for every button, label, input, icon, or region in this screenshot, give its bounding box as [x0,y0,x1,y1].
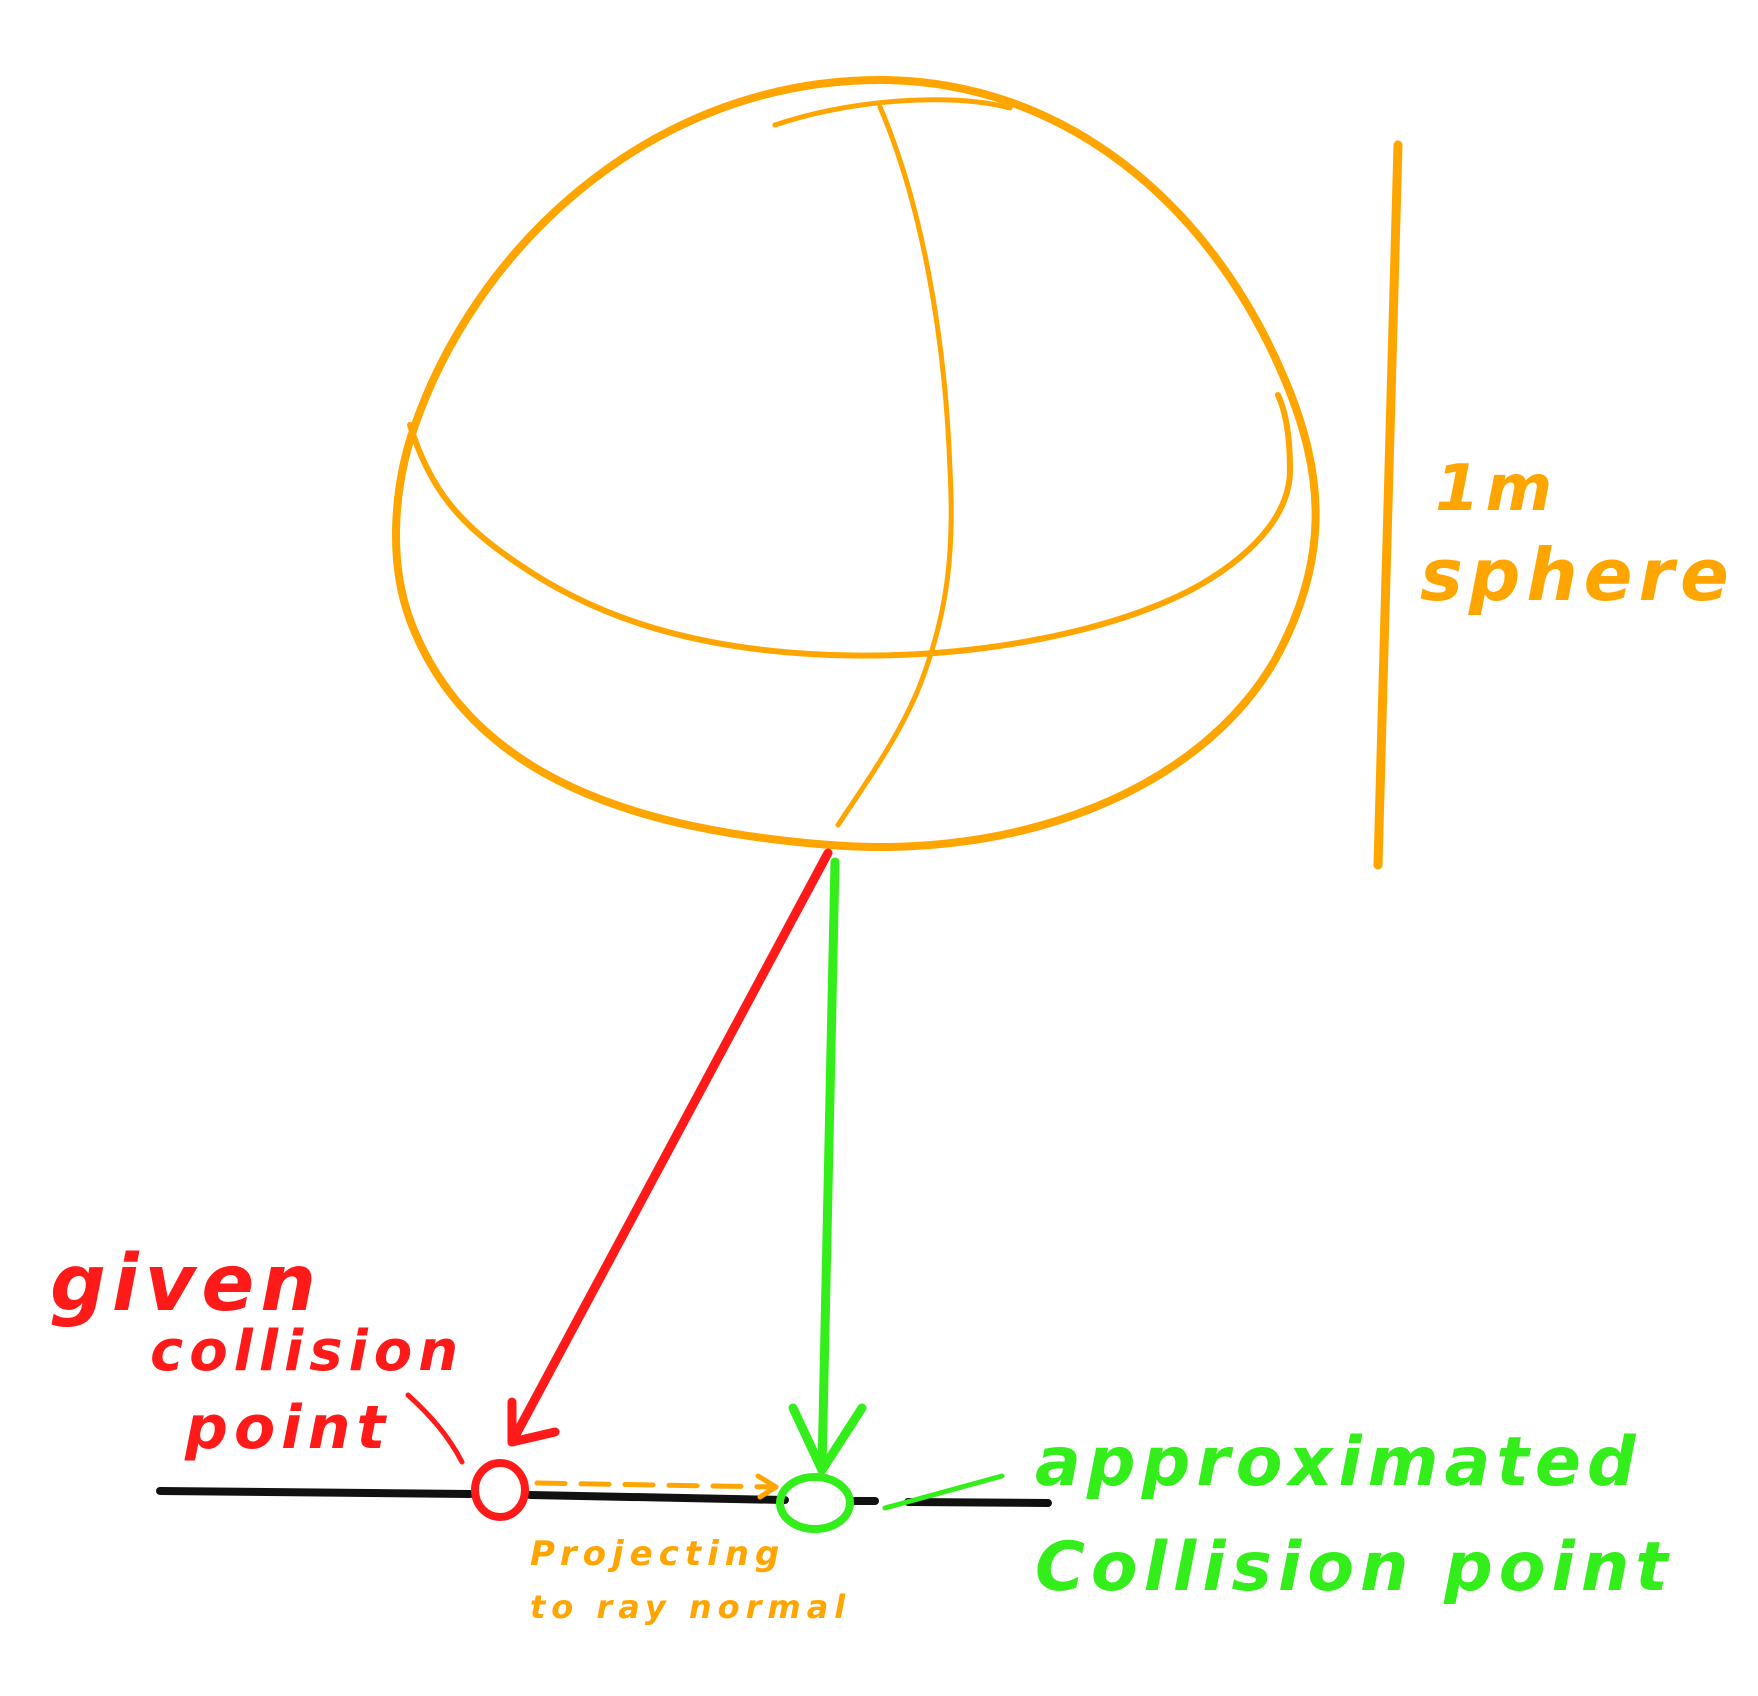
sphere-meridian [835,104,954,828]
approximated-collision-marker [776,1473,854,1533]
projecting-label-line1: Projecting [530,1534,785,1574]
sphere [392,75,1320,851]
given-collision-marker [471,1459,529,1521]
approx-label-line1: approximated [1035,1423,1642,1502]
sphere-equator [407,392,1294,659]
sphere-word-label: sphere [1420,533,1735,617]
given-label-leader [405,1392,465,1465]
sphere-outline [392,75,1320,851]
red-ray-arrow [507,848,833,1447]
green-ray-arrow [788,857,867,1475]
ground-line [156,1487,1052,1507]
approx-label-leader [882,1473,1005,1511]
approx-label-line2: Collision point [1035,1528,1674,1607]
given-label-line2: collision [150,1319,464,1384]
projecting-label-line2: to ray normal [530,1588,851,1626]
sphere-top-arc [772,97,1013,128]
given-label-line1: given [50,1239,322,1329]
given-label-line3: point [184,1393,391,1463]
scale-bar [1373,140,1403,870]
projection-arrow [534,1473,779,1500]
sphere-size-label: 1m [1435,452,1558,526]
